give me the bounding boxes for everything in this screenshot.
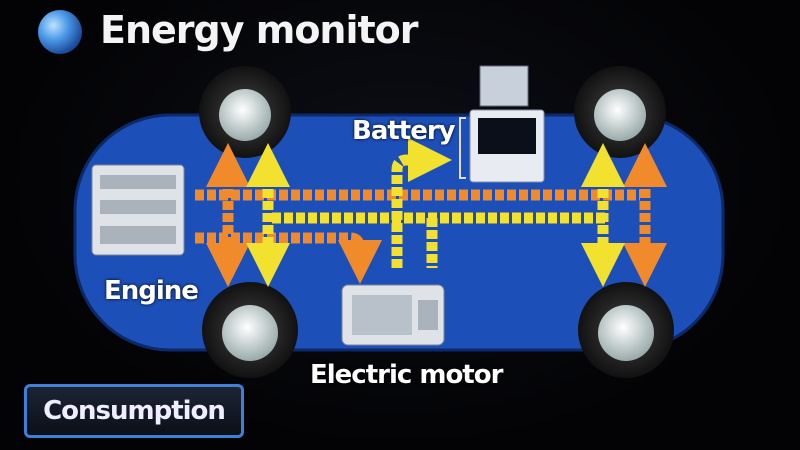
battery-flow-charge xyxy=(391,138,452,268)
wheel-front-left xyxy=(199,66,291,158)
battery-label: Battery xyxy=(352,116,456,146)
globe-icon xyxy=(38,10,82,54)
consumption-button[interactable]: Consumption xyxy=(24,384,244,438)
engine-icon xyxy=(91,164,185,256)
battery-icon xyxy=(459,65,545,183)
electric-motor-icon xyxy=(341,284,445,346)
engine-label: Engine xyxy=(104,276,199,306)
engine-flow-to-motor xyxy=(195,232,382,284)
page-title: Energy monitor xyxy=(100,8,419,52)
wheel-rear-left xyxy=(202,282,298,378)
wheel-rear-right xyxy=(578,282,674,378)
wheel-front-right xyxy=(574,66,666,158)
electric-motor-label: Electric motor xyxy=(310,360,503,390)
